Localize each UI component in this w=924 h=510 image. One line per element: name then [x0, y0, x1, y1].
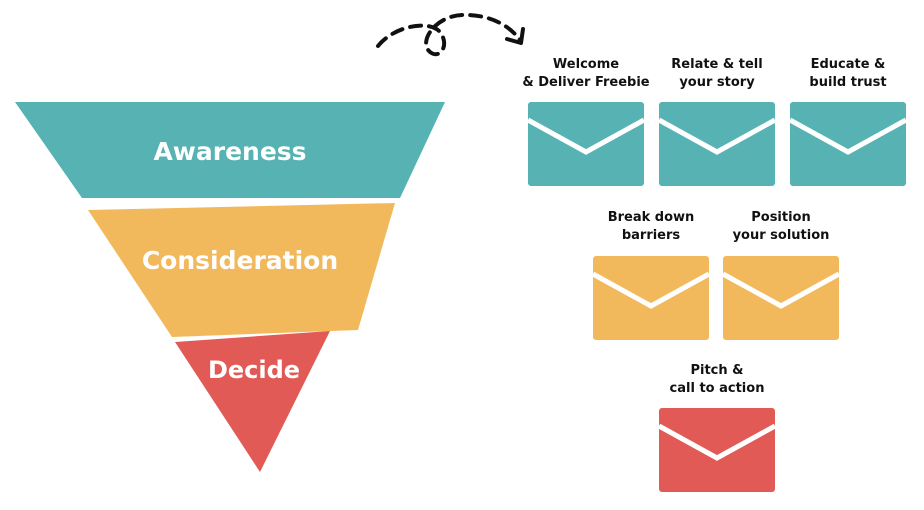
email-caption-6-line2: call to action — [669, 381, 765, 396]
email-envelope-3 — [788, 102, 908, 186]
email-caption-1: Welcome & Deliver Freebie — [518, 56, 654, 92]
email-envelope-1 — [526, 102, 646, 186]
email-caption-4-line1: Break down — [607, 210, 695, 225]
email-caption-1-line2: & Deliver Freebie — [522, 75, 650, 90]
email-caption-5: Position your solution — [716, 209, 846, 245]
email-caption-5-line1: Position — [751, 210, 811, 225]
email-caption-5-line2: your solution — [732, 228, 830, 243]
email-caption-2-line2: your story — [679, 75, 755, 90]
email-caption-4: Break down barriers — [586, 209, 716, 245]
email-envelope-5 — [721, 256, 841, 340]
email-caption-6: Pitch & call to action — [652, 362, 782, 398]
email-caption-3-line2: build trust — [809, 75, 887, 90]
funnel-label-decide: Decide — [208, 356, 300, 384]
email-caption-4-line2: barriers — [621, 228, 681, 243]
funnel-stage-awareness — [15, 102, 445, 198]
email-envelope-4 — [591, 256, 711, 340]
funnel-stage-decide — [175, 331, 330, 472]
email-envelope-2 — [657, 102, 777, 186]
email-caption-6-line1: Pitch & — [690, 363, 744, 378]
email-caption-1-line1: Welcome — [552, 57, 620, 72]
email-caption-2-line1: Relate & tell — [671, 57, 763, 72]
funnel-stage-consideration — [88, 203, 395, 337]
email-caption-3-line1: Educate & — [810, 57, 886, 72]
arrow-head-icon — [505, 27, 525, 45]
email-envelope-6 — [657, 408, 777, 492]
email-caption-2: Relate & tell your story — [652, 56, 782, 92]
funnel-label-consideration: Consideration — [142, 246, 338, 275]
dashed-arrow-path — [376, 12, 522, 57]
email-caption-3: Educate & build trust — [783, 56, 913, 92]
funnel-label-awareness: Awareness — [153, 137, 306, 166]
